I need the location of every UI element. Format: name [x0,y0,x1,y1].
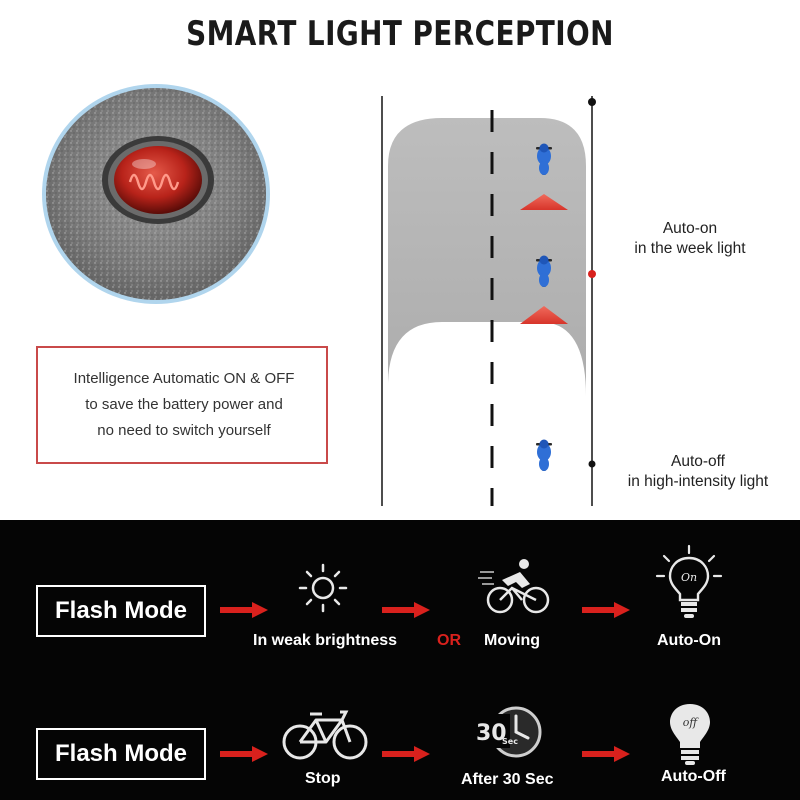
condition-stop: Stop [305,770,341,787]
auto-on-line1: Auto-on [662,220,718,237]
condition-weak-brightness: In weak brightness [253,632,398,649]
bulb-off-icon: off [670,704,710,765]
auto-on-line2: in the week light [634,240,746,257]
auto-off-line1: Auto-off [670,453,725,470]
arrow-right-icon [220,746,268,762]
timer-unit: Sec [502,737,518,746]
bicycle-icon [282,710,368,760]
or-connector: OR [437,632,461,649]
cyclist-icon [478,559,550,614]
info-line: to save the battery power and [85,396,283,413]
info-box: Intelligence Automatic ON & OFF to save … [36,346,328,464]
arrow-right-icon [220,602,268,618]
arrow-right-icon [382,602,430,618]
timer-number: 30 [476,721,507,746]
flash-mode-label: Flash Mode [36,728,206,780]
result-auto-on: Auto-On [657,632,721,649]
info-line: Intelligence Automatic ON & OFF [73,370,295,387]
arrow-right-icon [582,746,630,762]
sun-icon [298,563,348,613]
result-auto-off: Auto-Off [661,768,726,785]
modes-panel: Flash Mode In weak brightness OR [0,520,800,800]
bulb-on-icon: On [655,544,723,618]
timer-icon: 30 Sec [472,706,542,758]
arrow-right-icon [582,602,630,618]
arrow-right-icon [382,746,430,762]
top-section: SMART LIGHT PERCEPTION [36,14,796,506]
road-diagram [381,96,596,506]
condition-after-30-sec: After 30 Sec [461,771,554,788]
info-line: no need to switch yourself [97,422,271,439]
auto-off-label: Auto-off in high-intensity light [600,452,796,492]
condition-moving: Moving [484,632,540,649]
bulb-on-text: On [681,571,697,584]
light-sensor-image [42,82,276,304]
page-title: SMART LIGHT PERCEPTION [186,14,614,54]
flash-mode-label: Flash Mode [36,585,206,637]
bulb-off-text: off [683,716,700,729]
auto-on-label: Auto-on in the week light [610,219,770,259]
auto-off-line2: in high-intensity light [627,473,769,490]
